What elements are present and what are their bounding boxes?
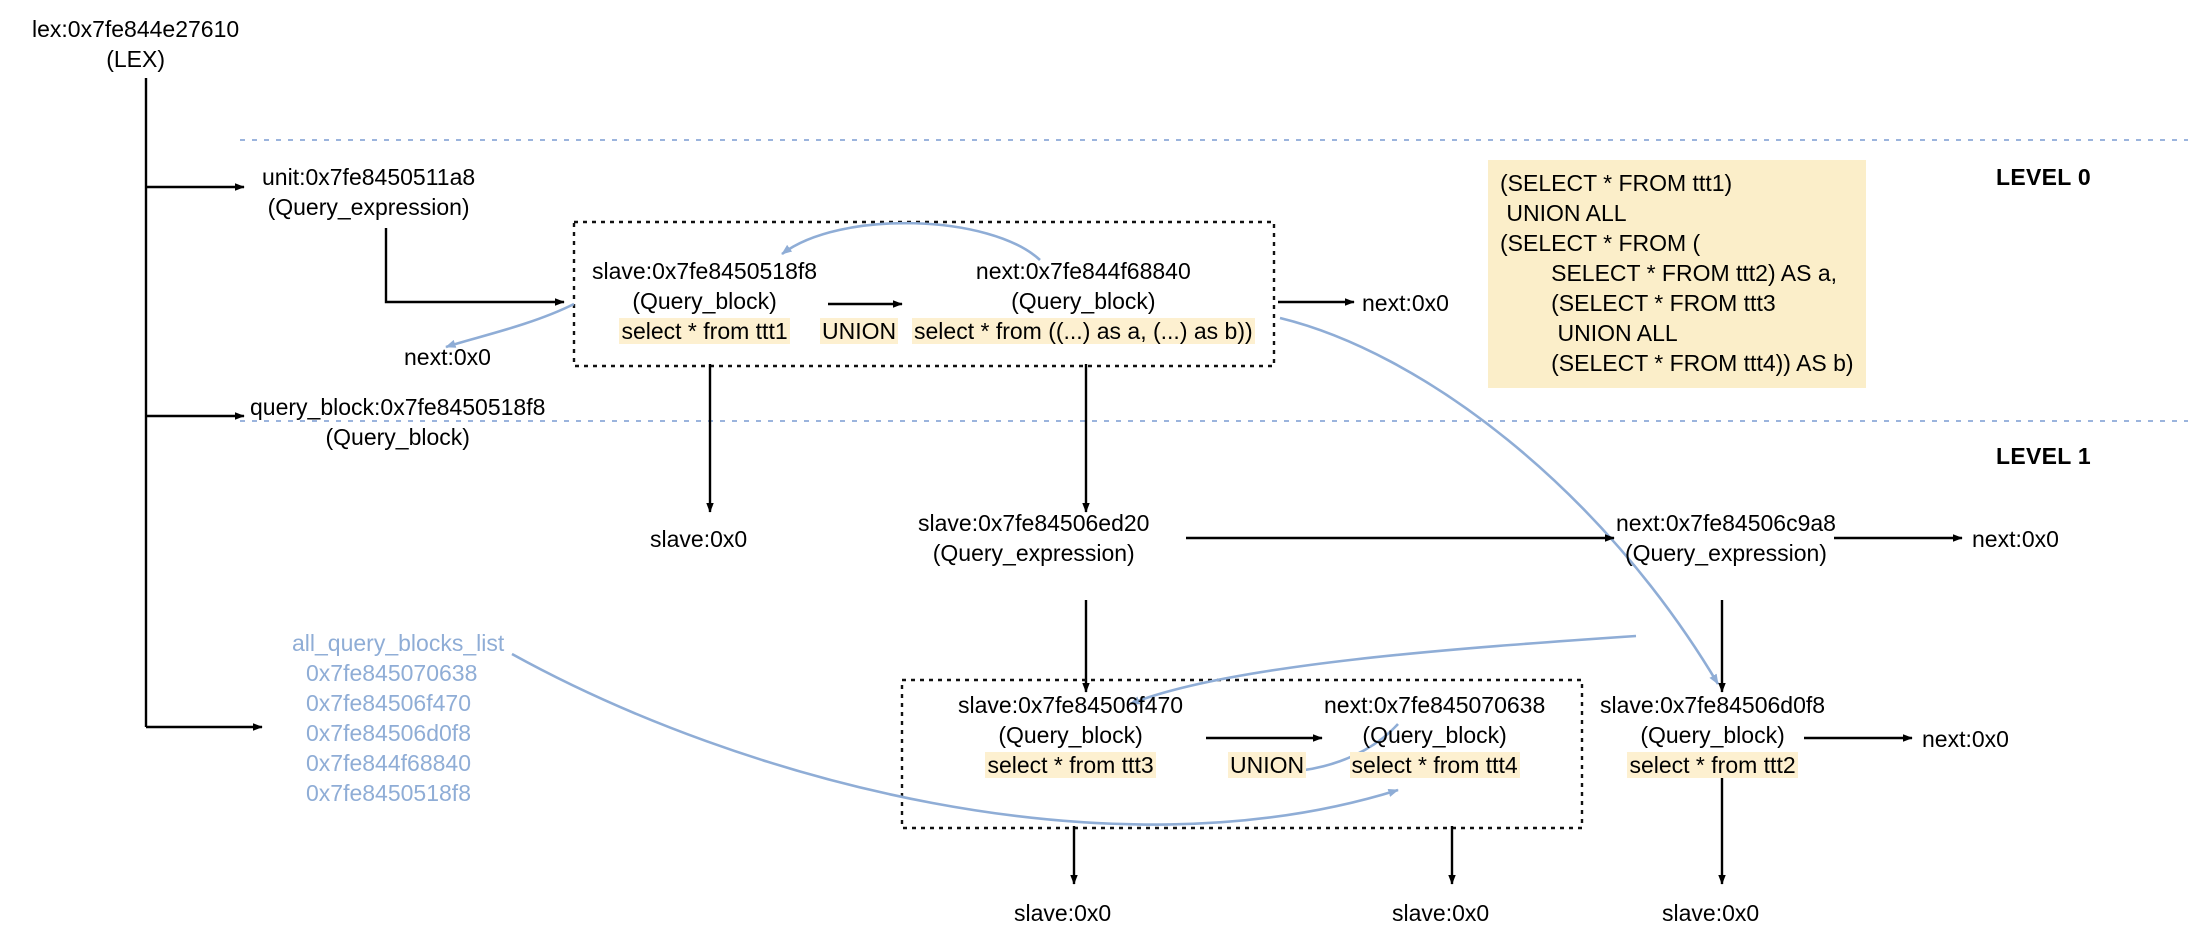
node-qb-ttt2-pointer: slave:0x7fe84506d0f8: [1600, 692, 1826, 718]
list-item: 0x7fe845070638: [306, 660, 478, 686]
node-qb-union-outer: next:0x7fe844f68840 (Query_block) select…: [912, 256, 1255, 346]
node-qb-union-outer-pointer: next:0x7fe844f68840: [975, 258, 1191, 284]
node-unit: unit:0x7fe8450511a8 (Query_expression): [262, 162, 475, 222]
label-next-null-right-level0: next:0x0: [1362, 290, 1449, 316]
node-qe-next-pointer: next:0x7fe84506c9a8: [1616, 510, 1836, 536]
node-qb-ttt2-sql: select * from ttt2: [1627, 752, 1798, 778]
master-backpointer-long-curve: [1279, 316, 1720, 685]
sql-text-box: (SELECT * FROM ttt1) UNION ALL (SELECT *…: [1488, 160, 1866, 388]
label-union-level1-text: UNION: [1228, 752, 1307, 778]
node-qb-union-outer-sql: select * from ((...) as a, (...) as b)): [912, 318, 1255, 344]
node-qb-ttt3: slave:0x7fe84506f470 (Query_block) selec…: [958, 690, 1183, 780]
node-lex-query-block: query_block:0x7fe8450518f8 (Query_block): [250, 392, 545, 452]
node-unit-type: (Query_expression): [267, 194, 470, 220]
node-qb-ttt1: slave:0x7fe8450518f8 (Query_block) selec…: [592, 256, 817, 346]
label-next-null-qe: next:0x0: [1972, 526, 2059, 552]
node-lex-query-block-type: (Query_block): [325, 424, 470, 450]
node-qe-slave-type: (Query_expression): [932, 540, 1135, 566]
label-slave-null-ttt2: slave:0x0: [1662, 900, 1760, 926]
node-qe-next: next:0x7fe84506c9a8 (Query_expression): [1616, 508, 1836, 568]
label-next-null-left-level0: next:0x0: [404, 344, 491, 370]
node-qb-ttt2-type: (Query_block): [1640, 722, 1785, 748]
node-lex-type: (LEX): [106, 46, 165, 72]
node-qe-slave: slave:0x7fe84506ed20 (Query_expression): [918, 508, 1149, 568]
node-qb-union-outer-type: (Query_block): [1011, 288, 1156, 314]
qb-union-prev-curve: [781, 221, 1041, 261]
list-item: 0x7fe8450518f8: [306, 780, 471, 806]
node-qb-ttt3-sql: select * from ttt3: [985, 752, 1156, 778]
node-qe-next-type: (Query_expression): [1625, 540, 1827, 566]
label-slave-null-ttt4: slave:0x0: [1392, 900, 1490, 926]
next-null-backpointer-curve: [445, 302, 575, 349]
level1-label: LEVEL 1: [1996, 443, 2091, 469]
node-qb-ttt2: slave:0x7fe84506d0f8 (Query_block) selec…: [1600, 690, 1825, 780]
label-slave-null-ttt3: slave:0x0: [1014, 900, 1112, 926]
list-item: 0x7fe84506d0f8: [306, 720, 471, 746]
unit-to-qb-ttt1-edge: [384, 228, 565, 306]
node-unit-pointer: unit:0x7fe8450511a8: [262, 164, 476, 190]
all-query-blocks-list: all_query_blocks_list 0x7fe845070638 0x7…: [292, 628, 504, 808]
node-qb-ttt3-type: (Query_block): [998, 722, 1143, 748]
label-union-level1: UNION: [1228, 750, 1307, 780]
node-qb-ttt4: next:0x7fe845070638 (Query_block) select…: [1324, 690, 1545, 780]
label-union-level0: UNION: [820, 316, 899, 346]
sql-text: (SELECT * FROM ttt1) UNION ALL (SELECT *…: [1500, 170, 1854, 376]
node-qb-ttt1-pointer: slave:0x7fe8450518f8: [592, 258, 818, 284]
node-qb-ttt1-sql: select * from ttt1: [619, 318, 790, 344]
node-qb-ttt4-type: (Query_block): [1362, 722, 1507, 748]
label-next-null-ttt2: next:0x0: [1922, 726, 2009, 752]
node-lex-pointer: lex:0x7fe844e27610: [32, 16, 240, 42]
node-qb-ttt4-pointer: next:0x7fe845070638: [1324, 692, 1546, 718]
node-qb-ttt1-type: (Query_block): [632, 288, 777, 314]
level0-label: LEVEL 0: [1996, 164, 2091, 190]
label-slave-null-ttt1: slave:0x0: [650, 526, 748, 552]
node-qb-ttt3-pointer: slave:0x7fe84506f470: [958, 692, 1184, 718]
list-item: 0x7fe84506f470: [306, 690, 471, 716]
node-lex-query-block-pointer: query_block:0x7fe8450518f8: [250, 394, 546, 420]
node-qe-slave-pointer: slave:0x7fe84506ed20: [918, 510, 1150, 536]
node-lex: lex:0x7fe844e27610 (LEX): [32, 14, 239, 74]
all-query-blocks-list-header: all_query_blocks_list: [292, 630, 505, 656]
label-union-level0-text: UNION: [820, 318, 899, 344]
list-item: 0x7fe844f68840: [306, 750, 471, 776]
node-qb-ttt4-sql: select * from ttt4: [1349, 752, 1520, 778]
list-to-blocks-curve: [511, 652, 1399, 826]
master-from-ttt3-curve: [1129, 634, 1637, 706]
